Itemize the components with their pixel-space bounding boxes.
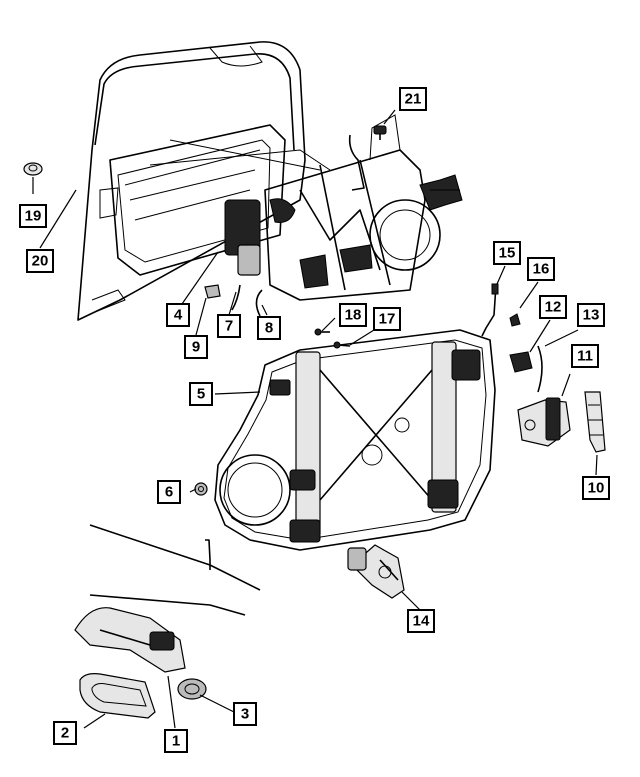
part-21-bolt [373, 125, 387, 140]
svg-text:14: 14 [413, 613, 430, 630]
installed-regulator [224, 114, 463, 301]
callout-18: 18 [339, 303, 367, 327]
part-1-handle-bracket [74, 607, 186, 673]
callout-20: 20 [26, 249, 54, 273]
callout-1: 1 [164, 729, 188, 753]
part-13-rod [537, 345, 543, 393]
svg-text:15: 15 [499, 245, 516, 262]
leader-lines [32, 109, 598, 729]
svg-text:7: 7 [225, 318, 233, 335]
svg-text:9: 9 [192, 339, 200, 356]
callout-11: 11 [571, 344, 599, 368]
svg-text:5: 5 [197, 386, 205, 403]
callout-3: 3 [233, 702, 257, 726]
part-10-bracket [584, 391, 606, 453]
callout-21: 21 [399, 87, 427, 111]
callout-7: 7 [217, 314, 241, 338]
callout-19: 19 [19, 204, 47, 228]
callout-9: 9 [184, 335, 208, 359]
part-18-pin [314, 328, 330, 336]
svg-text:11: 11 [577, 348, 593, 365]
callout-15: 15 [493, 241, 521, 265]
svg-text:21: 21 [405, 91, 422, 108]
callouts: 1 2 3 4 5 6 7 8 9 10 11 [19, 87, 610, 753]
svg-text:16: 16 [533, 261, 550, 278]
part-19-plug [23, 162, 43, 176]
svg-text:17: 17 [379, 311, 396, 328]
svg-text:1: 1 [172, 733, 180, 750]
callout-8: 8 [257, 316, 281, 340]
callout-10: 10 [582, 476, 610, 500]
part-12-rod-clip [509, 351, 533, 373]
svg-text:4: 4 [174, 307, 183, 324]
svg-text:19: 19 [25, 208, 42, 225]
callout-13: 13 [577, 303, 605, 327]
callout-12: 12 [539, 295, 567, 319]
carrier-plate [214, 329, 496, 551]
part-16-clip [509, 313, 521, 327]
svg-text:3: 3 [241, 706, 249, 723]
part-2-handle-cover [79, 673, 156, 719]
part-7-harness [231, 284, 241, 311]
svg-text:12: 12 [545, 299, 562, 316]
callout-6: 6 [157, 480, 181, 504]
callout-17: 17 [373, 307, 401, 331]
svg-text:6: 6 [165, 484, 173, 501]
part-17-screw [333, 341, 351, 349]
part-3-cylinder-cap [177, 678, 207, 700]
callout-14: 14 [407, 609, 435, 633]
part-14-motor [347, 544, 405, 599]
part-6-nut [194, 482, 208, 496]
door-shell [77, 41, 331, 321]
outer-skin [89, 524, 261, 616]
svg-text:18: 18 [345, 307, 362, 324]
callout-2: 2 [53, 721, 77, 745]
svg-text:8: 8 [265, 320, 273, 337]
callout-5: 5 [189, 382, 213, 406]
svg-text:20: 20 [32, 253, 49, 270]
svg-text:2: 2 [61, 725, 69, 742]
part-8-cable [255, 289, 263, 317]
svg-text:10: 10 [588, 480, 605, 497]
part-9-clip [204, 284, 221, 299]
part-11-latch [517, 397, 571, 447]
callout-16: 16 [527, 257, 555, 281]
callout-4: 4 [166, 303, 190, 327]
svg-text:13: 13 [583, 307, 600, 324]
part-15-rod [481, 283, 499, 337]
